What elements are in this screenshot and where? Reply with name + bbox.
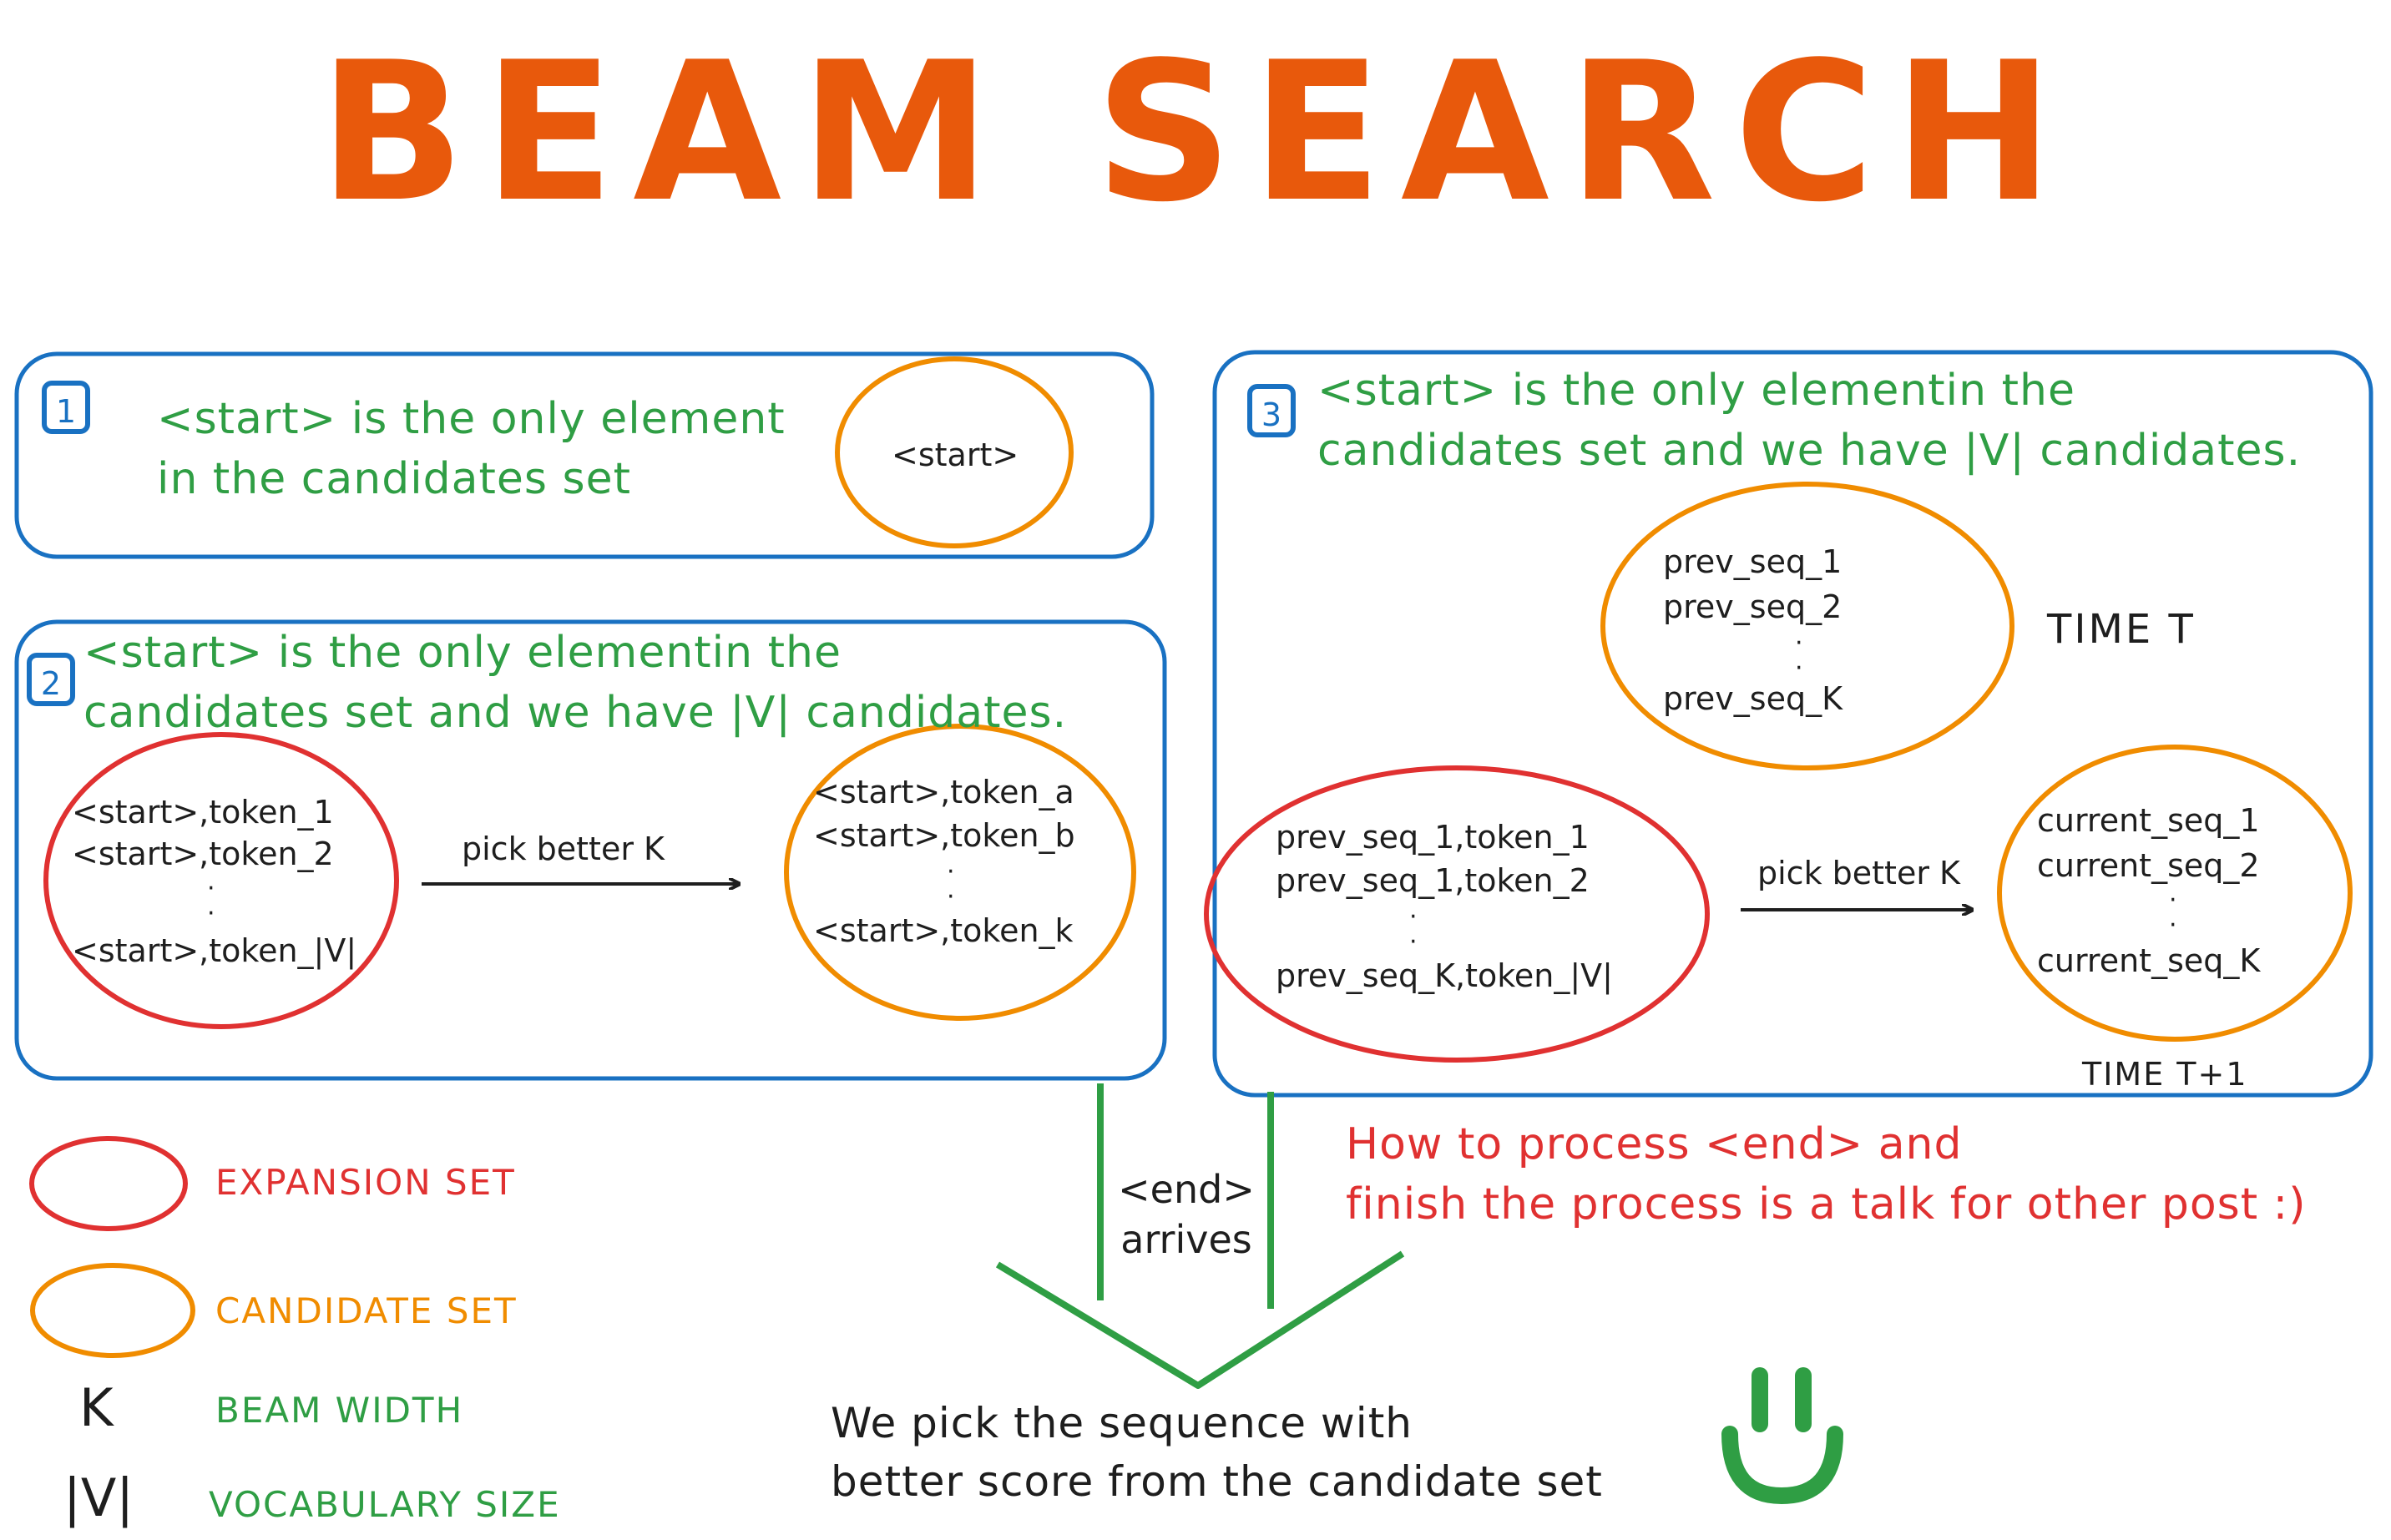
step2-candidate-item: <start>,token_k	[813, 912, 1074, 949]
step1-description: <start> is the only element in the candi…	[157, 394, 786, 504]
legend-expansion-ellipse-icon	[29, 1136, 188, 1231]
step1-candidate-label: <start>	[892, 437, 1019, 473]
step3-expansion-item: prev_seq_K,token_|V|	[1276, 957, 1613, 994]
step3-prev-item: prev_seq_2	[1663, 588, 1843, 625]
step3-prev-item: prev_seq_K	[1663, 680, 1843, 717]
legend-candidate-label: CANDIDATE SET	[215, 1290, 518, 1331]
step3-current-candidate-set	[1997, 745, 2353, 1042]
step1-candidate-set	[835, 356, 1074, 548]
step2-expansion-set	[43, 732, 399, 1029]
step3-arrow-label: pick better K	[1757, 855, 1960, 891]
step3-expansion-item: prev_seq_1,token_1	[1276, 819, 1590, 856]
step2-expansion-item: <start>,token_2	[72, 836, 334, 872]
step2-expansion-item: <start>,token_|V|	[72, 932, 357, 969]
step1-box	[14, 351, 1155, 559]
smiley-icon	[1721, 1367, 1843, 1505]
step3-description: <start> is the only elementin the candid…	[1317, 366, 2302, 476]
ellipsis-dots: ··	[1409, 902, 1418, 957]
step3-prev-candidate-set	[1600, 482, 2014, 770]
step3-current-item: current_seq_2	[2037, 847, 2260, 884]
step3-current-item: current_seq_K	[2037, 942, 2261, 979]
time-t-label: TIME T	[2047, 606, 2196, 653]
step3-expansion-item: prev_seq_1,token_2	[1276, 862, 1590, 899]
legend-expansion-label: EXPANSION SET	[215, 1162, 516, 1203]
step2-expansion-item: <start>,token_1	[72, 794, 334, 831]
ellipsis-dots: ··	[947, 857, 955, 911]
end-note: How to process <end> and finish the proc…	[1346, 1119, 2307, 1229]
ellipsis-dots: ··	[207, 874, 215, 928]
step1-number-badge: 1	[42, 381, 90, 434]
end-arrives-label: <end> arrives	[1118, 1167, 1255, 1262]
step2-arrow-label: pick better K	[462, 831, 665, 867]
conclusion-text: We pick the sequence with better score f…	[831, 1399, 1603, 1506]
step3-expansion-set	[1204, 765, 1710, 1063]
step2-description: <start> is the only elementin the candid…	[83, 628, 1068, 738]
step2-number-badge: 2	[27, 653, 75, 706]
step3-box	[1212, 350, 2373, 1098]
step3-prev-item: prev_seq_1	[1663, 543, 1843, 580]
page-title: BEAM SEARCH	[318, 22, 2073, 245]
ellipsis-dots: ··	[2169, 886, 2177, 940]
legend-vocab-size-label: VOCABULARY SIZE	[209, 1484, 561, 1525]
legend-beam-width-label: BEAM WIDTH	[215, 1390, 464, 1431]
legend-candidate-ellipse-icon	[30, 1263, 195, 1358]
ellipsis-dots: ··	[1795, 629, 1803, 683]
step3-current-item: current_seq_1	[2037, 802, 2260, 839]
step3-number-badge: 3	[1247, 384, 1296, 437]
time-t1-label: TIME T+1	[2082, 1056, 2248, 1093]
step2-box	[14, 619, 1167, 1081]
legend-k-symbol: K	[79, 1377, 114, 1438]
step2-candidate-item: <start>,token_a	[813, 774, 1074, 810]
legend-v-symbol: |V|	[63, 1467, 134, 1528]
step2-candidate-set	[784, 724, 1136, 1021]
step2-candidate-item: <start>,token_b	[813, 817, 1075, 854]
funnel-v-shape	[995, 1250, 1405, 1389]
